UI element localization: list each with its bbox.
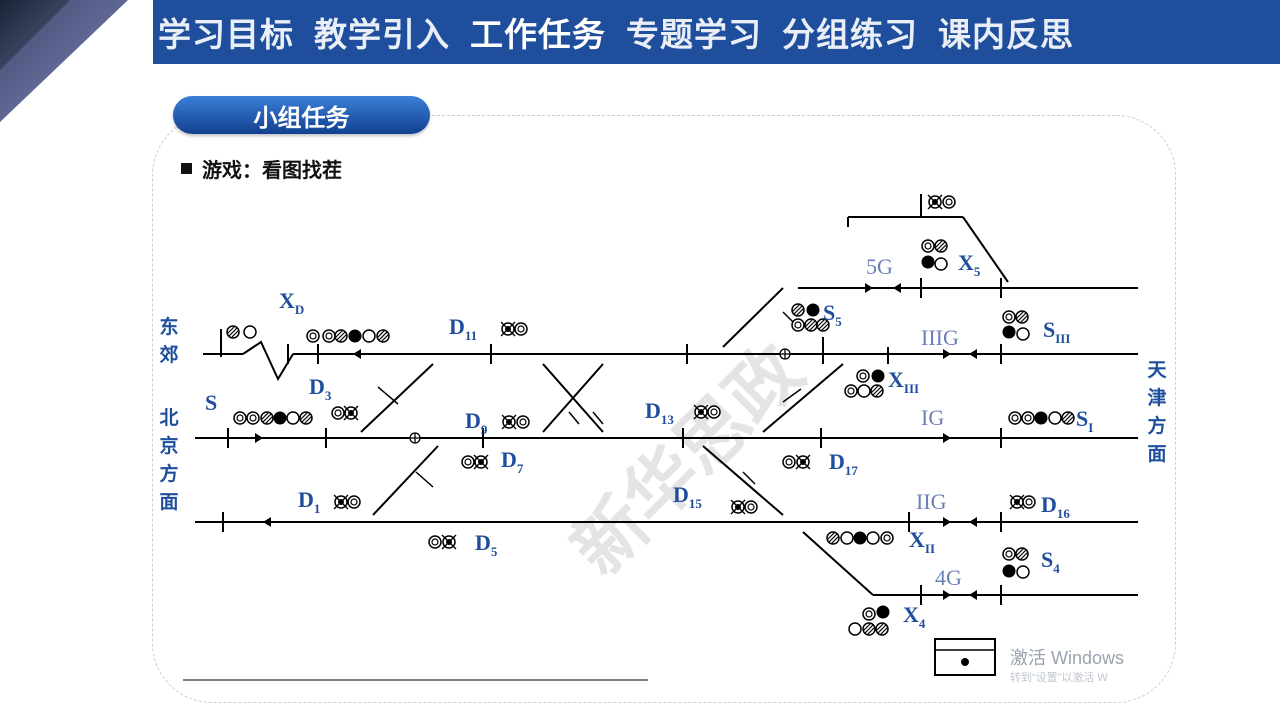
content-panel: [152, 115, 1176, 703]
label-d11: D11: [449, 314, 477, 343]
signal-d11: [500, 321, 528, 337]
signal-x5: [921, 239, 948, 271]
signal-xiii: [844, 369, 885, 398]
label-xiii: XIII: [888, 367, 919, 396]
label-d15: D15: [673, 482, 702, 511]
track-iig: IIG: [916, 489, 947, 514]
track-4g: 4G: [935, 565, 962, 590]
nav-item-goals[interactable]: 学习目标: [158, 15, 294, 54]
label-x4: X4: [903, 602, 926, 631]
label-xii: XII: [909, 527, 935, 556]
top-nav: 学习目标 教学引入 工作任务 专题学习 分组练习 课内反思: [158, 8, 1074, 56]
label-d5: D5: [475, 530, 498, 559]
nav-item-group-practice[interactable]: 分组练习: [782, 15, 918, 54]
legend-box: [934, 638, 996, 676]
windows-activation-watermark: 激活 Windows: [1010, 648, 1125, 668]
station-diagram: 新华思政: [183, 182, 1139, 682]
signal-d15: [730, 499, 758, 515]
side-label-tianjin: 天津方面: [1147, 359, 1167, 465]
svg-text:新华思政: 新华思政: [556, 328, 819, 591]
label-d9: D9: [465, 408, 488, 437]
watermark: 新华思政: [556, 328, 819, 591]
side-label-beijing: 北京方面: [159, 407, 179, 513]
label-x5: X5: [958, 250, 981, 279]
signal-s: [233, 411, 313, 425]
signal-d16: [1009, 494, 1036, 510]
signal-x5-top: [927, 194, 956, 210]
section-title-pill: 小组任务: [173, 96, 430, 134]
top-nav-bar: [153, 0, 1280, 64]
signal-d17: [782, 454, 811, 470]
signal-d9: [501, 414, 530, 430]
label-siii: SIII: [1043, 317, 1070, 346]
nav-item-topic-study[interactable]: 专题学习: [626, 15, 762, 54]
track-5g: 5G: [866, 254, 893, 279]
label-d17: D17: [829, 449, 858, 478]
windows-activation-hint: 转到“设置”以激活 W: [1010, 672, 1108, 684]
bullet-square-icon: [181, 163, 192, 174]
label-si: SI: [1076, 406, 1093, 435]
label-d3: D3: [309, 374, 332, 403]
signal-d5: [428, 534, 457, 550]
corner-decoration: [0, 0, 128, 122]
signal-d7: [461, 454, 489, 470]
nav-item-work-task[interactable]: 工作任务: [470, 15, 606, 54]
signal-si: [1008, 411, 1075, 425]
label-d16: D16: [1041, 492, 1070, 521]
label-xd: XD: [279, 288, 304, 317]
label-s4: S4: [1041, 547, 1060, 576]
signal-x4: [848, 605, 890, 636]
side-label-dongjiao: 东郊: [159, 316, 179, 366]
signal-xii: [826, 531, 894, 545]
signal-s4: [1002, 547, 1030, 579]
track-layout: 新华思政: [183, 194, 1138, 681]
label-s5: S5: [823, 300, 842, 329]
signal-xd-main: [306, 329, 390, 343]
track-ig: IG: [921, 405, 944, 430]
task-label: 游戏：看图找茬: [202, 158, 342, 182]
label-s: S: [205, 390, 217, 415]
signal-d3: [331, 405, 359, 421]
signal-siii: [1002, 310, 1030, 341]
nav-item-reflection[interactable]: 课内反思: [938, 15, 1074, 54]
task-heading: 游戏：看图找茬: [181, 154, 342, 183]
signal-d1: [333, 494, 361, 510]
track-iiig: IIIG: [921, 325, 959, 350]
section-title: 小组任务: [253, 103, 350, 132]
label-d1: D1: [298, 487, 320, 516]
label-d7: D7: [501, 447, 524, 476]
nav-item-intro[interactable]: 教学引入: [314, 15, 450, 54]
signal-xd: [226, 325, 257, 339]
label-d13: D13: [645, 398, 674, 427]
